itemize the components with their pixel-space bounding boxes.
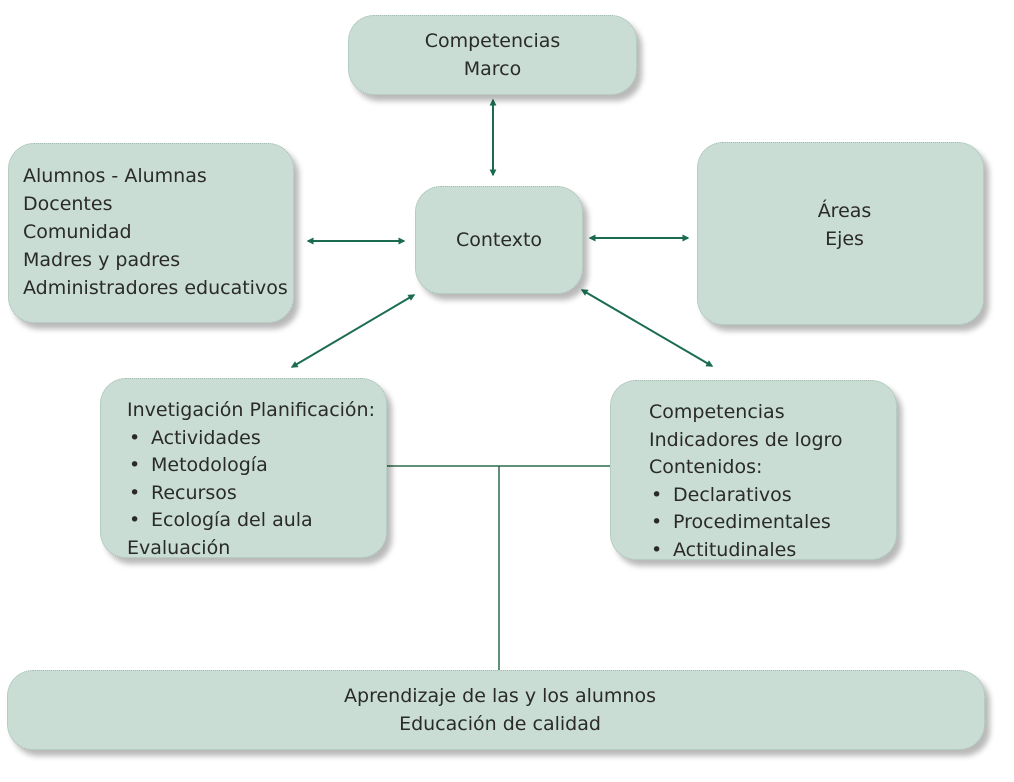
contexto-box: Contexto [415,186,583,294]
planning-bullet-item: • Metodología [127,452,386,480]
content-bullet-item: • Declarativos [649,482,896,510]
actor-item: Comunidad [23,221,132,243]
competencies-line: Contenidos: [649,456,763,478]
content-bullet-item: • Procedimentales [649,509,896,537]
bullet-icon: • [651,483,663,506]
bottom-box-line: Aprendizaje de las y los alumnos [344,685,656,707]
competencies-line: Indicadores de logro [649,428,843,451]
content-bullet-label: Actitudinales [673,538,797,561]
planning-box: Invetigación Planificación: • Actividades… [100,378,387,559]
ejes-line: Ejes [825,228,864,250]
actor-item: Administradores educativos [23,277,288,299]
arrow-center-competencies [580,289,714,367]
competencies-box: Competencias Indicadores de logro Conten… [610,380,897,561]
top-box-line: Competencias [424,30,561,52]
actor-item: Alumnos - Alumnas [23,165,207,187]
content-bullet-label: Procedimentales [673,511,831,533]
planning-bullet-label: Recursos [151,481,237,504]
content-bullet-label: Declarativos [673,483,792,506]
competencies-line: Competencias [649,401,785,423]
bullet-icon: • [129,426,141,449]
planning-bullet-item: • Ecología del aula [127,507,386,535]
areas-ejes-box: Áreas Ejes [697,142,984,325]
aprendizaje-box: Aprendizaje de las y los alumnos Educaci… [7,670,985,750]
bullet-icon: • [129,481,141,504]
bullet-icon: • [129,454,141,476]
actors-box: Alumnos - Alumnas Docentes Comunidad Mad… [8,143,294,323]
planning-bullet-item: • Actividades [127,425,386,453]
bullet-icon: • [129,509,141,531]
arrow-center-planning [290,294,416,368]
bullet-icon: • [651,538,663,561]
planning-bullet-label: Actividades [151,426,261,449]
planning-heading: Invetigación Planificación: [127,399,375,421]
contexto-label: Contexto [455,229,543,251]
actor-item: Madres y padres [23,249,181,271]
bottom-box-line: Educación de calidad [399,713,601,735]
actor-item: Docentes [23,193,113,215]
planning-bullet-item: • Recursos [127,480,386,508]
competencias-marco-box: Competencias Marco [348,15,637,95]
top-box-line: Marco [463,58,522,80]
planning-bullet-label: Metodología [151,454,268,476]
areas-line: Áreas [817,200,872,222]
content-bullet-item: • Actitudinales [649,537,896,565]
bullet-icon: • [651,511,663,533]
planning-footer: Evaluación [127,536,231,559]
planning-bullet-label: Ecología del aula [151,509,313,531]
